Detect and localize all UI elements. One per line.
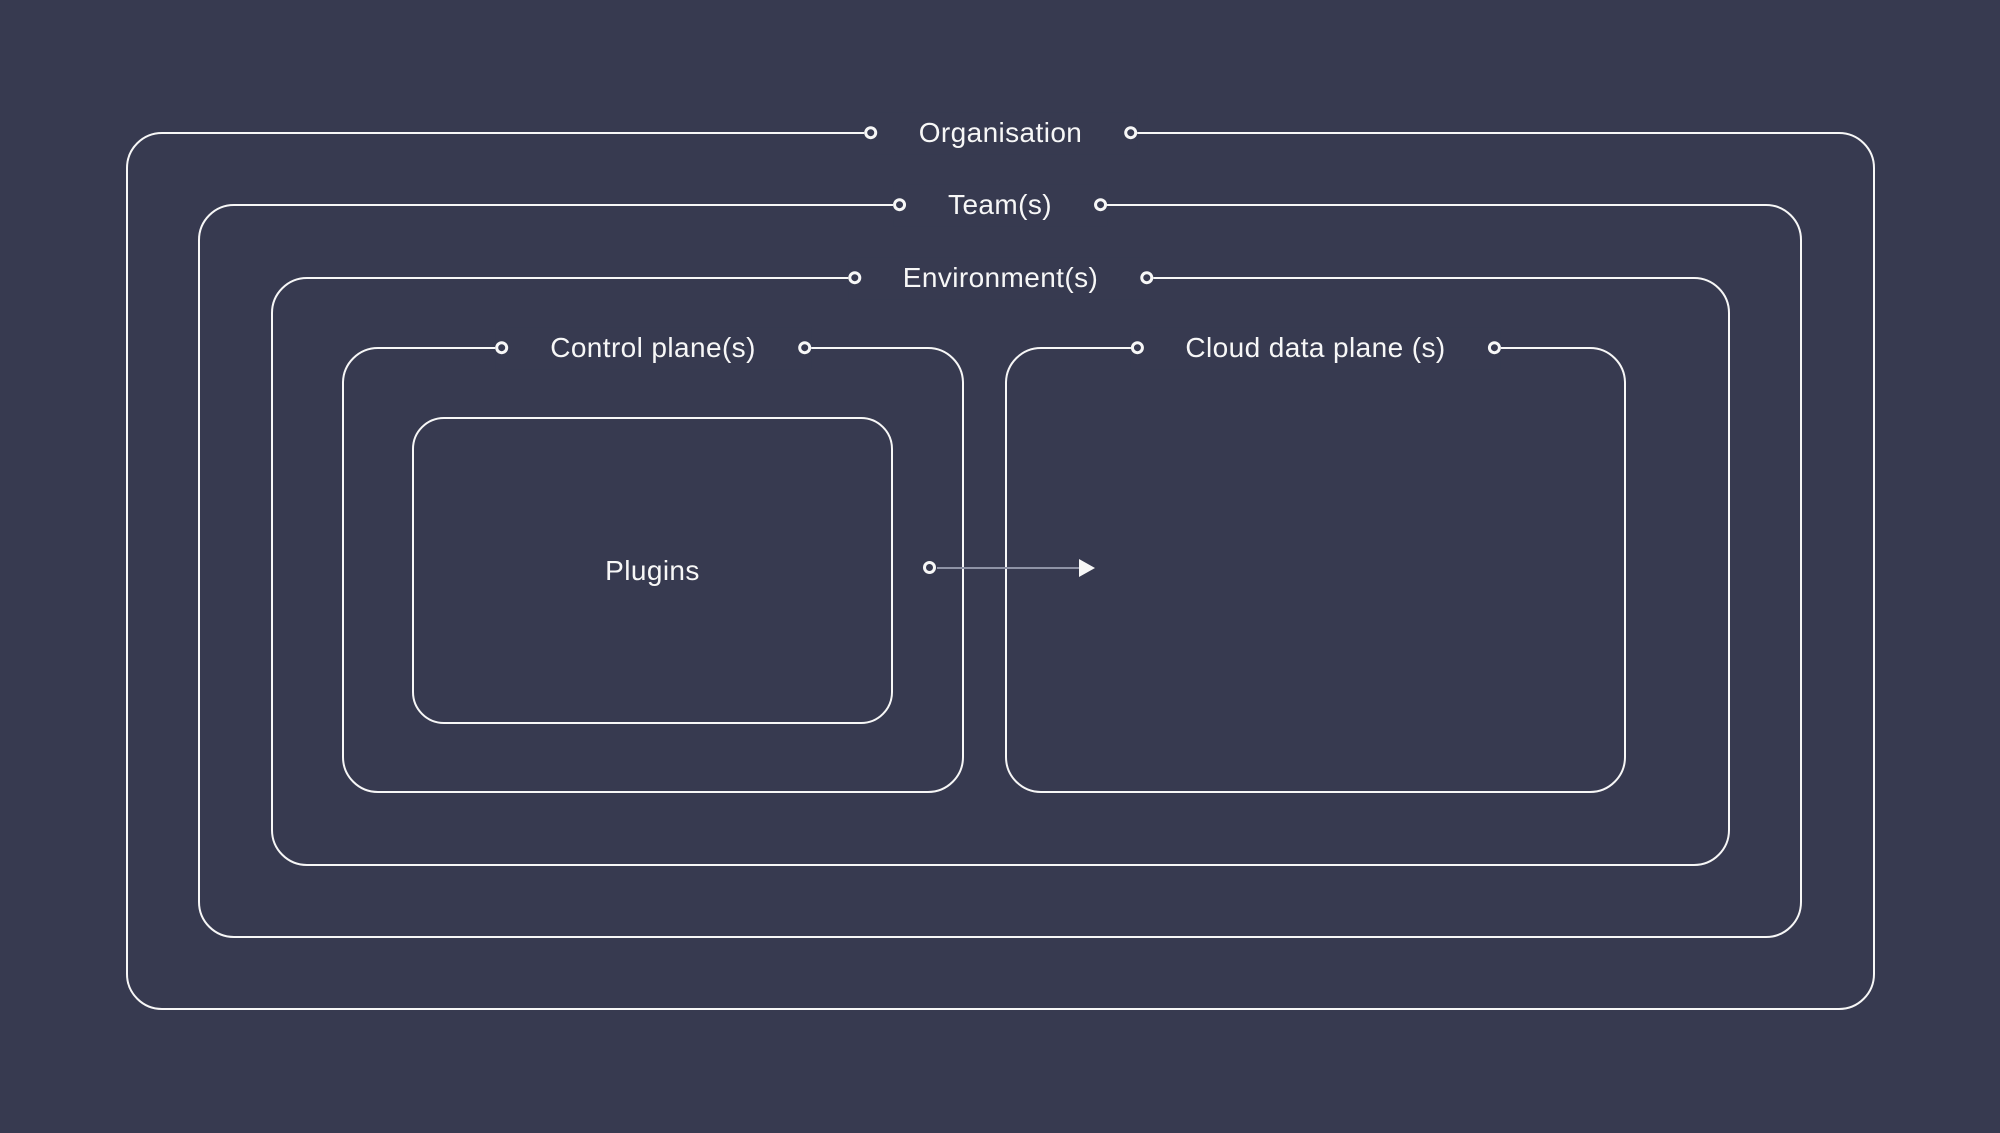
environments-label: Environment(s) <box>902 262 1099 294</box>
organisation-label-group: Organisation <box>863 112 1138 154</box>
cloud-data-planes-label-group: Cloud data plane (s) <box>1130 327 1501 369</box>
teams-label: Team(s) <box>948 189 1052 221</box>
connector-dot-icon <box>797 341 811 355</box>
environments-label-group: Environment(s) <box>847 257 1154 299</box>
organisation-box: Organisation <box>126 112 1875 1010</box>
cloud-data-planes-box: Cloud data plane (s) <box>1005 327 1626 793</box>
teams-box: Team(s) <box>198 184 1802 938</box>
connector-dot-icon <box>1130 341 1144 355</box>
connector-dot-icon <box>1140 271 1154 285</box>
connector-dot-icon <box>495 341 509 355</box>
plugins-label: Plugins <box>605 554 700 586</box>
organisation-label: Organisation <box>918 117 1083 149</box>
control-planes-box: Control plane(s) <box>342 327 964 793</box>
connector-dot-icon <box>847 271 861 285</box>
connector-dot-icon <box>1487 341 1501 355</box>
arrow-head-icon <box>1079 559 1095 577</box>
arrow-start-dot-icon <box>923 561 936 574</box>
control-planes-label: Control plane(s) <box>550 332 756 364</box>
arrow-line <box>937 567 1079 569</box>
connector-dot-icon <box>1093 198 1107 212</box>
teams-label-group: Team(s) <box>893 184 1107 226</box>
connector-dot-icon <box>1124 126 1138 140</box>
cloud-data-planes-label: Cloud data plane (s) <box>1185 332 1446 364</box>
control-planes-label-group: Control plane(s) <box>495 327 811 369</box>
connector-dot-icon <box>893 198 907 212</box>
plugins-box: Plugins <box>412 417 893 724</box>
connector-dot-icon <box>863 126 877 140</box>
environments-box: Environment(s) <box>271 257 1730 866</box>
